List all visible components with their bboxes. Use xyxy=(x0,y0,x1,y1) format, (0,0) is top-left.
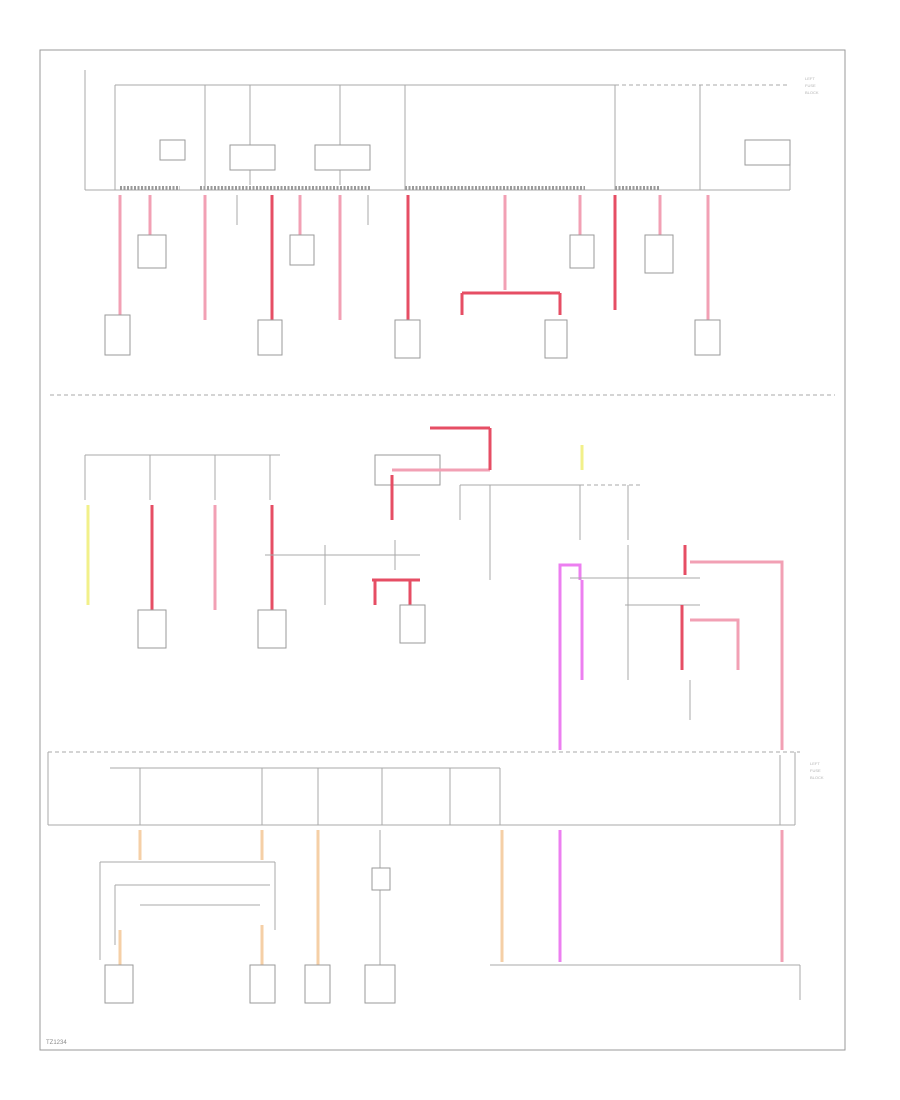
top-branch-wires xyxy=(118,195,710,320)
svg-text:BLOCK: BLOCK xyxy=(810,775,824,780)
bottom-circuits xyxy=(99,830,801,1000)
svg-text:LEFT: LEFT xyxy=(805,76,815,81)
svg-text:LEFT: LEFT xyxy=(810,761,820,766)
diagram-frame xyxy=(39,49,846,1051)
lower-fuse-block: LEFT FUSE BLOCK xyxy=(47,751,824,826)
top-components xyxy=(104,234,721,359)
svg-text:BLOCK: BLOCK xyxy=(805,90,819,95)
middle-circuits xyxy=(84,426,640,649)
diagram-id-tag: TZ1234 xyxy=(46,1040,67,1046)
right-middle-circuits xyxy=(558,545,784,750)
top-fuse-block: LEFT FUSE BLOCK xyxy=(84,70,819,191)
svg-text:FUSE: FUSE xyxy=(805,83,816,88)
svg-text:FUSE: FUSE xyxy=(810,768,821,773)
bottom-components xyxy=(104,964,396,1004)
